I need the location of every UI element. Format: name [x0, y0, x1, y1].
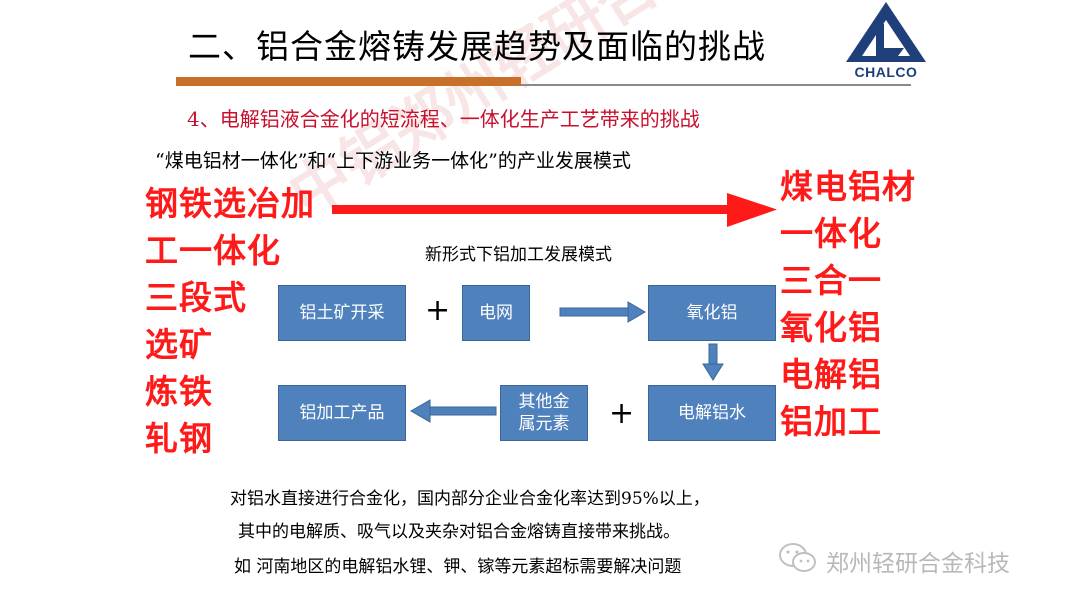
- box-other-metal-elements: 其他金属元素: [500, 385, 588, 441]
- left-line: 三段式: [145, 278, 247, 317]
- flow-diagram-title: 新形式下铝加工发展模式: [425, 245, 612, 265]
- page-title: 二、铝合金熔铸发展趋势及面临的挑战: [188, 27, 766, 66]
- right-line: 一体化: [780, 214, 882, 253]
- box-electrolytic-aluminum: 电解铝水: [648, 385, 776, 441]
- right-line: 电解铝: [780, 355, 882, 394]
- right-red-column: 煤电铝材 一体化 三合一 氧化铝 电解铝 铝加工: [780, 163, 916, 445]
- plus-sign: +: [609, 396, 635, 431]
- left-line: 轧钢: [145, 419, 213, 458]
- box-bauxite-mining: 铝土矿开采: [278, 285, 406, 341]
- left-line: 炼铁: [145, 372, 213, 411]
- right-line: 煤电铝材: [780, 167, 916, 206]
- plus-sign: +: [425, 293, 451, 328]
- right-line: 氧化铝: [780, 308, 882, 347]
- title-divider: [176, 84, 911, 86]
- box-alumina: 氧化铝: [648, 285, 776, 341]
- right-line: 铝加工: [780, 402, 882, 441]
- body-text-line: 其中的电解质、吸气以及夹杂对铝合金熔铸直接带来挑战。: [238, 522, 680, 542]
- right-line: 三合一: [780, 261, 882, 300]
- title-accent-bar: [176, 77, 521, 86]
- left-line: 选矿: [145, 325, 213, 364]
- source-watermark: 郑州轻研合金科技: [826, 551, 1010, 577]
- body-text-line: 对铝水直接进行合金化，国内部分企业合金化率达到95%以上，: [230, 489, 710, 509]
- left-red-column: 钢铁选冶加 工一体化 三段式 选矿 炼铁 轧钢: [145, 180, 315, 462]
- box-aluminum-products: 铝加工产品: [278, 385, 406, 441]
- box-power-grid: 电网: [462, 285, 530, 341]
- wechat-icon: [779, 543, 816, 572]
- mode-caption: “煤电铝材一体化”和“上下游业务一体化”的产业发展模式: [155, 150, 631, 172]
- transition-arrow-icon: [332, 193, 777, 227]
- chalco-logo-icon: [846, 2, 926, 62]
- section-subtitle: 4、电解铝液合金化的短流程、一体化生产工艺带来的挑战: [187, 107, 700, 131]
- left-line: 工一体化: [145, 231, 281, 270]
- logo-wordmark: CHALCO: [854, 64, 918, 80]
- left-line: 钢铁选冶加: [145, 184, 315, 223]
- body-text-line: 如 河南地区的电解铝水锂、钾、镓等元素超标需要解决问题: [234, 557, 682, 577]
